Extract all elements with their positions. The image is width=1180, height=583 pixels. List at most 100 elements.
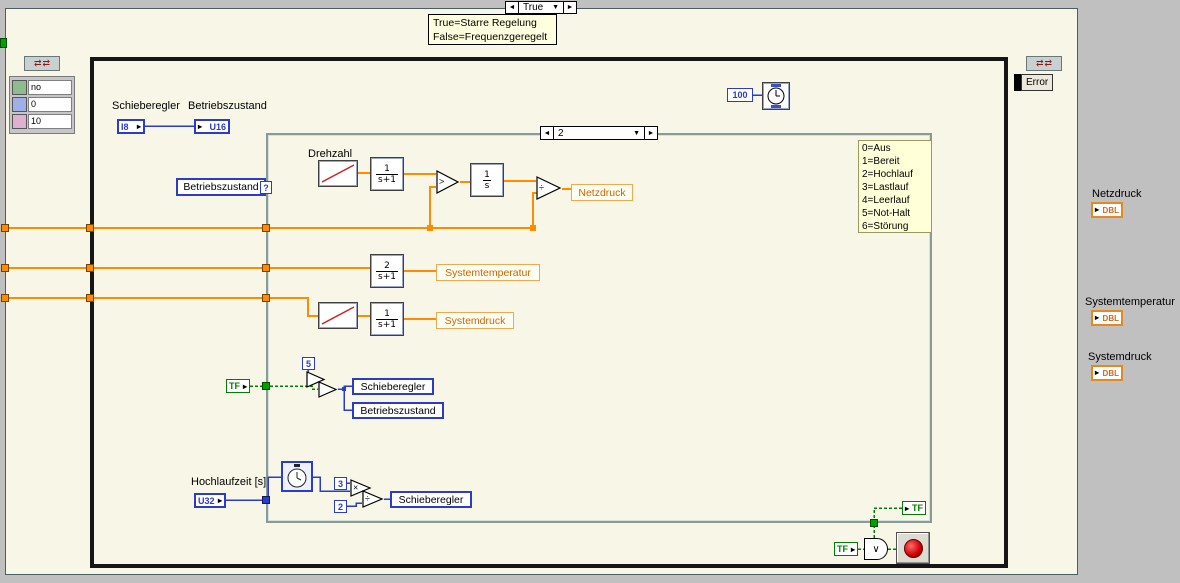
select-node[interactable]: [318, 381, 338, 398]
divide-node[interactable]: ÷: [536, 176, 562, 200]
tunnel-blue[interactable]: [262, 496, 270, 504]
greater-than-node[interactable]: >: [436, 170, 460, 194]
boolean-constant-tf[interactable]: TF▸: [226, 379, 250, 393]
case-next-icon[interactable]: ►: [647, 129, 655, 137]
tunnel-orange[interactable]: [1, 224, 9, 232]
tunnel-orange[interactable]: [1, 294, 9, 302]
chevron-down-icon[interactable]: ▼: [633, 129, 640, 137]
schieberegler-local-variable[interactable]: Schieberegler: [352, 378, 434, 395]
divide-node[interactable]: ÷: [362, 490, 384, 508]
stop-icon: [903, 538, 923, 558]
boolean-constant-tf[interactable]: ▸TF: [902, 501, 926, 515]
cluster-row: 0: [12, 96, 72, 112]
constant-value: 100: [732, 90, 748, 100]
constant-value: TF: [912, 503, 923, 513]
tunnel-orange[interactable]: [1, 264, 9, 272]
case-selector-terminal[interactable]: ?: [260, 181, 272, 194]
systemdruck-terminal-dbl[interactable]: ▸DBL: [1091, 365, 1123, 381]
numeric-constant-5[interactable]: 5: [302, 357, 315, 370]
or-gate-node[interactable]: ∨: [864, 538, 888, 560]
numeric-constant-2[interactable]: 2: [334, 500, 347, 513]
systemtemperatur-terminal-dbl[interactable]: ▸DBL: [1091, 310, 1123, 326]
divide-symbol: ÷: [539, 182, 544, 193]
error-cluster-constant[interactable]: no 0 10: [9, 76, 75, 134]
schieberegler-local-variable[interactable]: Schieberegler: [390, 491, 472, 508]
reference-node-left[interactable]: ⇄⇄: [24, 56, 60, 71]
elapsed-time-stopwatch-icon[interactable]: [281, 461, 313, 492]
case-prev-icon[interactable]: ◄: [543, 129, 551, 137]
swap-arrows-icon: ⇄: [42, 58, 51, 68]
tf-numerator: 1: [484, 169, 490, 180]
swap-arrows-icon: ⇄: [1044, 58, 1053, 68]
divide-symbol: ÷: [365, 493, 370, 504]
error-indicator[interactable]: Error: [1014, 74, 1054, 91]
cluster-value[interactable]: 0: [28, 96, 72, 112]
wait-ms-constant[interactable]: 100: [727, 88, 753, 102]
legend-item: 2=Hochlauf: [862, 169, 913, 180]
cluster-value[interactable]: no: [28, 79, 72, 95]
outer-case-selector[interactable]: ◄ True ▼ ►: [505, 1, 577, 14]
terminal-type: DBL: [1102, 205, 1119, 215]
cluster-row: 10: [12, 113, 72, 129]
legend-item: 3=Lastlauf: [862, 182, 909, 193]
error-bar-icon: [1014, 74, 1021, 91]
betriebszustand-terminal-u16[interactable]: ▸U16: [194, 119, 230, 134]
case-prev-icon[interactable]: ◄: [508, 4, 516, 11]
constant-value: 2: [337, 501, 343, 512]
constant-value: 3: [337, 478, 343, 489]
input-arrow-icon: ▸: [1095, 368, 1100, 377]
terminal-type: U16: [209, 121, 226, 132]
hochlaufzeit-terminal-u32[interactable]: U32▸: [194, 493, 226, 508]
tunnel-orange[interactable]: [262, 224, 270, 232]
comment-line-1: True=Starre Regelung: [433, 17, 537, 29]
wait-until-next-ms-icon[interactable]: [762, 82, 790, 110]
chevron-down-icon[interactable]: ▼: [552, 4, 559, 11]
outer-case-structure: [5, 8, 1078, 575]
state-legend: 0=Aus 1=Bereit 2=Hochlauf 3=Lastlauf 4=L…: [858, 140, 932, 233]
error-indicator-label: Error: [1021, 74, 1054, 91]
betriebszustand-local-variable[interactable]: Betriebszustand: [352, 402, 444, 419]
or-symbol: ∨: [872, 543, 880, 555]
drehzahl-label: Drehzahl: [308, 148, 353, 160]
systemtemperatur-local-variable[interactable]: Systemtemperatur: [436, 264, 540, 281]
boolean-field-icon: [12, 79, 27, 95]
local-variable-name: Netzdruck: [578, 186, 626, 199]
comment-line-2: False=Frequenzgeregelt: [433, 31, 548, 43]
outer-case-selector-label: True: [523, 2, 544, 13]
outer-case-selector-tunnel[interactable]: [0, 38, 7, 48]
tunnel-orange[interactable]: [86, 264, 94, 272]
input-arrow-icon: ▸: [1095, 205, 1100, 214]
betriebszustand-local-variable[interactable]: Betriebszustand: [176, 178, 266, 196]
tunnel-green[interactable]: [870, 519, 878, 527]
input-arrow-icon: ▸: [905, 503, 910, 513]
local-variable-name: Schieberegler: [398, 493, 464, 506]
netzdruck-local-variable[interactable]: Netzdruck: [571, 184, 633, 201]
numeric-constant-3[interactable]: 3: [334, 477, 347, 490]
case-next-icon[interactable]: ►: [566, 4, 574, 11]
cluster-value[interactable]: 10: [28, 113, 72, 129]
select-node[interactable]: [306, 371, 326, 388]
terminal-type: DBL: [1102, 313, 1119, 323]
reference-node-right[interactable]: ⇄⇄: [1026, 56, 1062, 71]
systemdruck-indicator-label: Systemdruck: [1088, 351, 1152, 363]
ramp-signal-icon[interactable]: [318, 302, 358, 329]
systemdruck-local-variable[interactable]: Systemdruck: [436, 312, 514, 329]
ramp-signal-icon[interactable]: [318, 160, 358, 187]
tf-denominator: s: [482, 179, 492, 191]
boolean-constant-tf[interactable]: TF▸: [834, 542, 858, 556]
tunnel-orange[interactable]: [262, 294, 270, 302]
tunnel-orange[interactable]: [86, 294, 94, 302]
tunnel-green[interactable]: [262, 382, 270, 390]
inner-case-selector[interactable]: ◄ 2▼ ►: [540, 126, 658, 140]
loop-stop-terminal[interactable]: [896, 532, 930, 564]
tunnel-orange[interactable]: [262, 264, 270, 272]
schieberegler-terminal-i8[interactable]: I8▸: [117, 119, 145, 134]
multiply-node[interactable]: ×: [350, 479, 372, 497]
tunnel-orange[interactable]: [86, 224, 94, 232]
netzdruck-terminal-dbl[interactable]: ▸DBL: [1091, 202, 1123, 218]
betriebszustand-label: Betriebszustand: [188, 100, 267, 112]
